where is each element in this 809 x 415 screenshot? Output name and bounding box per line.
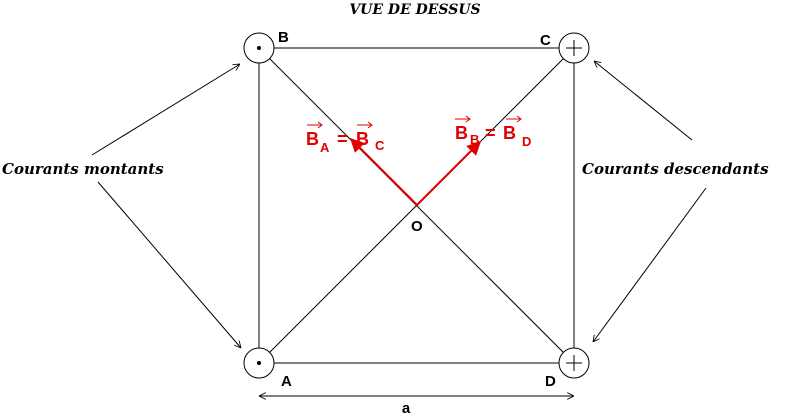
square-outline <box>258 47 575 364</box>
svg-text:B: B <box>306 129 319 149</box>
svg-text:=: = <box>337 129 348 149</box>
field-label-left: B A = B C <box>306 121 385 155</box>
field-label-right: B B = B D <box>455 115 531 149</box>
label-b: B <box>278 29 289 46</box>
svg-text:=: = <box>485 123 496 143</box>
wire-d-in <box>558 347 590 379</box>
svg-text:B: B <box>470 132 479 147</box>
label-a: A <box>281 373 292 390</box>
wire-b-out <box>243 32 275 64</box>
label-currents-up: Courants montants <box>2 160 164 178</box>
svg-text:C: C <box>375 138 385 153</box>
diagram-title: VUE DE DESSUS <box>349 2 480 18</box>
svg-text:B: B <box>356 129 369 149</box>
svg-text:D: D <box>522 134 531 149</box>
field-vector-bd <box>416 141 481 206</box>
arrow-to-c <box>594 61 693 141</box>
label-c: C <box>540 32 551 49</box>
label-o: O <box>411 218 423 235</box>
label-d: D <box>545 373 556 390</box>
wire-a-out <box>243 347 275 379</box>
wire-c-in <box>558 32 590 64</box>
field-vector-ac <box>350 138 418 206</box>
svg-text:B: B <box>503 123 516 143</box>
arrow-to-b <box>91 64 240 156</box>
svg-text:A: A <box>320 140 330 155</box>
arrow-to-a <box>97 181 241 348</box>
label-currents-down: Courants descendants <box>582 160 769 178</box>
dimension-label: a <box>402 400 411 415</box>
arrow-to-d <box>593 187 707 342</box>
svg-text:B: B <box>455 123 468 143</box>
